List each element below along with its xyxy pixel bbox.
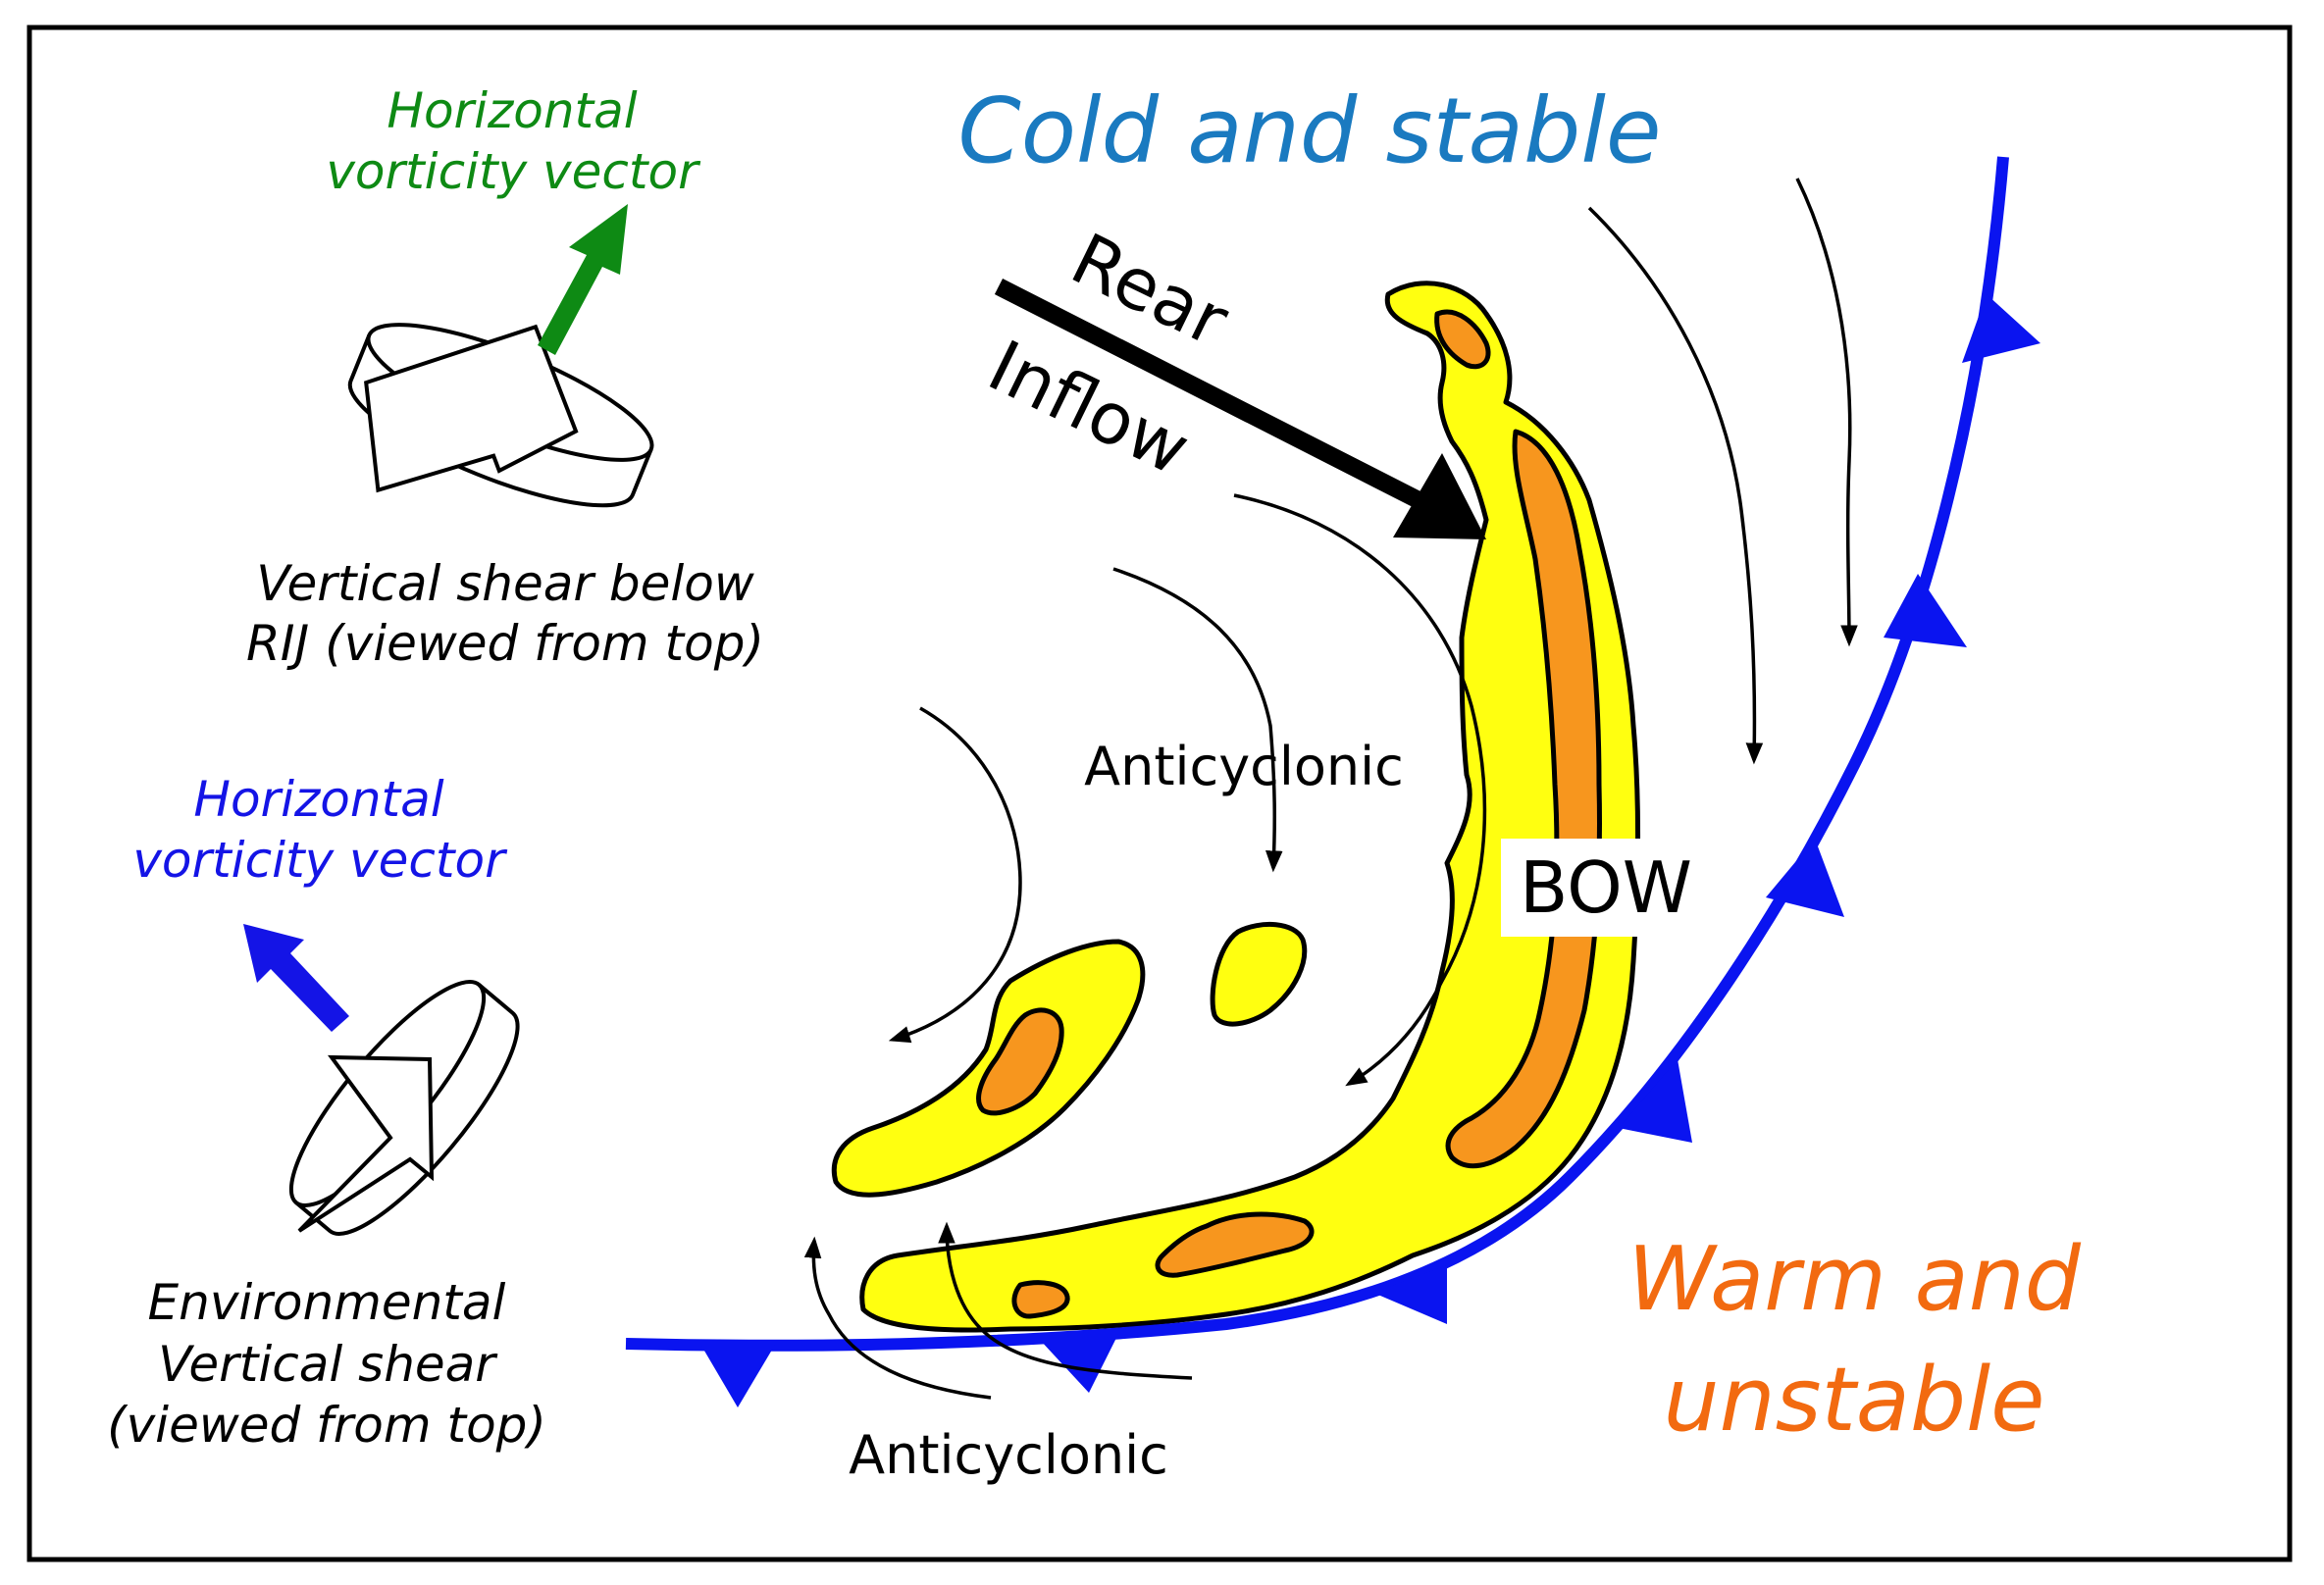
left-cell-core (976, 1007, 1064, 1116)
bow-label: BOW (1520, 846, 1692, 929)
bow-echo-core-lower (1155, 1211, 1315, 1278)
bow-echo-core-tail (1011, 1280, 1070, 1319)
env-vorticity-arrow (243, 924, 349, 1032)
middle-cell (1210, 921, 1308, 1027)
front-barb (1962, 294, 2040, 363)
gust-front (625, 156, 2040, 1407)
cold-stable-label: Cold and stable (958, 78, 1662, 183)
front-barb (1884, 574, 1967, 647)
rij-shear-caption-line1: Vertical shear below (256, 555, 754, 612)
flow-arrow (1112, 567, 1283, 873)
flow-arrow (803, 1236, 992, 1400)
warm-unstable-label-line1: Warm and (1627, 1228, 2082, 1331)
front-barb (1619, 1059, 1692, 1143)
flow-arrow (1587, 206, 1764, 765)
front-barb (1040, 1334, 1118, 1393)
env-vorticity-label-line2: vorticity vector (132, 832, 508, 889)
flow-arrows (803, 178, 1858, 1400)
rear-inflow-arrowhead (1393, 453, 1486, 539)
bow-echo-core-main (1445, 429, 1602, 1169)
front-barb (1766, 839, 1844, 917)
bow-echo (831, 281, 1641, 1333)
flow-arrow (938, 1221, 1193, 1380)
bow-echo-core-top (1434, 309, 1491, 370)
anticyclonic-label-upper: Anticyclonic (1084, 736, 1404, 797)
rear-inflow-jet (994, 278, 1486, 539)
env-shear-arrow (297, 1054, 435, 1233)
anticyclonic-label-lower: Anticyclonic (849, 1424, 1168, 1486)
rij-vorticity-label-line2: vorticity vector (326, 143, 701, 200)
rij-vorticity-label-line1: Horizontal (387, 82, 637, 139)
bow-echo-outer-contour (859, 281, 1641, 1333)
flow-arrow (1795, 178, 1858, 647)
rij-shear-caption-line2: RIJ (viewed from top) (246, 615, 764, 672)
warm-unstable-label-line2: unstable (1664, 1349, 2045, 1452)
rij-vorticity-arrow (538, 204, 628, 355)
rear-inflow-arrow-shaft (994, 278, 1427, 511)
env-shear-caption-line3: (viewed from top) (107, 1397, 546, 1454)
rij-shear-arrow (364, 324, 579, 493)
env-vorticity-label-line1: Horizontal (193, 771, 443, 828)
flow-arrow (1233, 493, 1487, 1087)
labels: Cold and stable Warm and unstable Rear I… (107, 78, 2082, 1486)
env-shear-caption-line1: Environmental (148, 1274, 506, 1331)
rij-shear-disk (347, 204, 654, 508)
gust-front-line (625, 156, 2009, 1352)
flow-arrow (888, 706, 1022, 1044)
front-barb (1373, 1265, 1447, 1324)
env-shear-caption-line2: Vertical shear (158, 1336, 498, 1393)
env-shear-disk (243, 924, 520, 1236)
bow-label-box (1501, 839, 1712, 937)
front-barb (701, 1345, 775, 1407)
